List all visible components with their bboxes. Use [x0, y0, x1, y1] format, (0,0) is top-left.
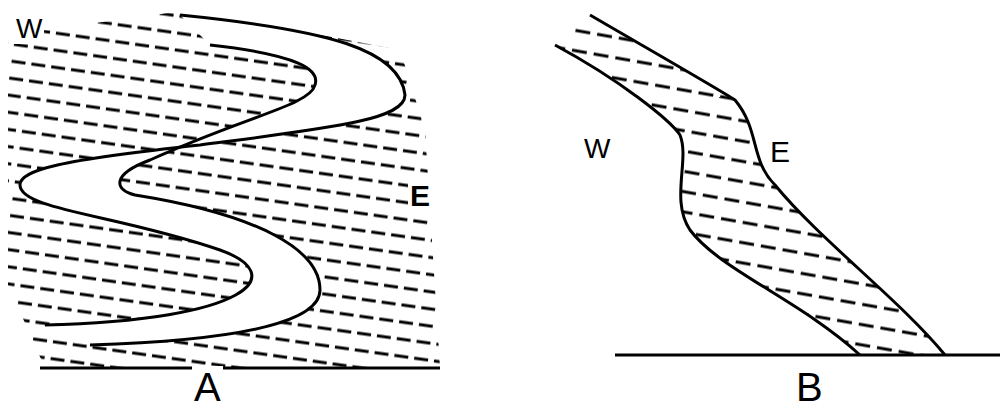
panel-label: A: [192, 366, 223, 408]
shale-bed: [555, 15, 945, 355]
bed-boundary: [20, 15, 405, 325]
bed-boundary: [590, 15, 945, 355]
panel-label: B: [794, 366, 825, 408]
compass-label: W: [14, 14, 44, 44]
shale-hatching: [8, 10, 440, 368]
compass-label: E: [768, 136, 792, 168]
ground-line: [40, 367, 440, 370]
fold-band: [20, 15, 405, 345]
compass-label: W: [582, 134, 612, 164]
compass-label: E: [408, 180, 432, 212]
bed-boundary: [555, 45, 860, 355]
bed-boundary: [90, 45, 320, 345]
ground-line: [615, 354, 1000, 357]
